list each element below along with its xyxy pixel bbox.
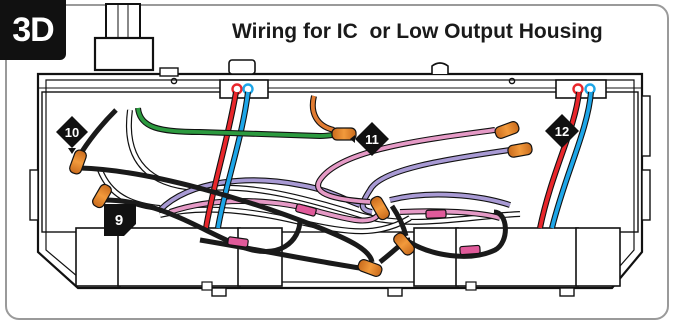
callout-label: 11 — [365, 132, 379, 147]
conduit-fitting — [93, 3, 155, 72]
callout-9: 9 — [104, 204, 136, 236]
callout-label: 9 — [115, 212, 123, 229]
terminal-block-left — [219, 59, 269, 99]
wire-nut — [393, 232, 415, 256]
step-label: 3D — [12, 10, 54, 49]
callout-11: 11 — [350, 122, 389, 156]
wire-nut — [494, 121, 520, 139]
callout-12: 12 — [545, 114, 579, 148]
wire-nut — [92, 183, 112, 209]
wire-nut — [331, 127, 357, 141]
callout-label: 10 — [65, 125, 79, 140]
figure-frame — [5, 4, 669, 320]
wire-nuts — [69, 121, 533, 277]
red-blue-wires — [203, 91, 594, 229]
orange-wire — [309, 95, 335, 133]
callout-10: 10 — [56, 116, 88, 154]
wire-nut — [370, 195, 390, 221]
wire-nut — [69, 149, 87, 175]
wire-nut — [507, 142, 533, 158]
callout-label: 12 — [555, 124, 569, 139]
wire-nut — [357, 259, 383, 277]
inline-connectors — [227, 203, 481, 256]
step-badge: 3D — [0, 0, 66, 60]
diagram-title: Wiring for IC or Low Output Housing — [232, 20, 603, 43]
